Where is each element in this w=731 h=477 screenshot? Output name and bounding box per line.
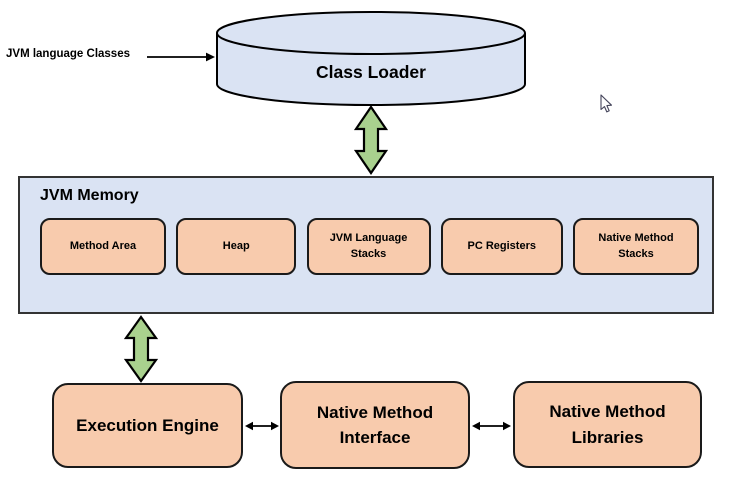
component-label: PC Registers (467, 239, 536, 252)
component-jvm-language-stacks: JVM Language Stacks (306, 218, 431, 275)
execution-engine-box: Execution Engine (52, 383, 243, 468)
component-label: Heap (222, 239, 250, 252)
classloader-memory-arrow (353, 105, 389, 175)
bottom-box-label: Native Method Interface (316, 402, 434, 448)
component-label: JVM Language Stacks (329, 232, 408, 260)
class-loader-label: Class Loader (316, 62, 426, 82)
component-label: Method Area (69, 239, 137, 252)
component-heap: Heap (176, 218, 297, 275)
component-label: Native Method Stacks (598, 232, 674, 260)
jvm-memory-title: JVM Memory (40, 187, 139, 204)
bottom-box-label: Execution Engine (76, 415, 219, 435)
engine-interface-arrow (245, 421, 279, 431)
mouse-cursor-icon (600, 94, 613, 113)
component-method-area: Method Area (40, 218, 166, 275)
native-method-interface-box: Native Method Interface (280, 381, 470, 469)
input-arrow (147, 52, 215, 62)
class-loader-cylinder (216, 11, 526, 106)
input-classes-label: JVM language Classes (6, 48, 130, 60)
jvm-memory-components-row: Method Area Heap JVM Language Stacks PC … (40, 218, 699, 275)
bottom-box-label: Native Method Libraries (549, 402, 666, 447)
interface-libraries-arrow (472, 421, 511, 431)
component-native-method-stacks: Native Method Stacks (573, 218, 699, 275)
jvm-memory-container: JVM Memory Method Area Heap JVM Language… (18, 176, 714, 314)
native-method-libraries-box: Native Method Libraries (513, 381, 702, 468)
memory-execution-arrow (123, 315, 159, 383)
component-pc-registers: PC Registers (440, 218, 563, 275)
